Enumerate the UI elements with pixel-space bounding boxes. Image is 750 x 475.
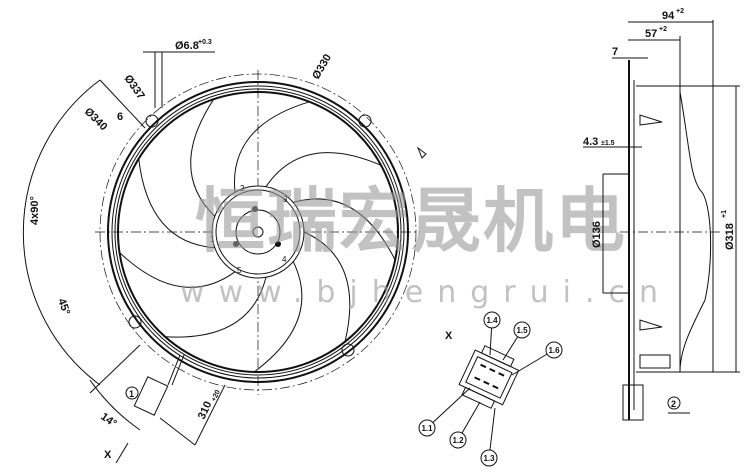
fan-blade: [265, 152, 382, 187]
dim-cable: 310: [196, 400, 215, 422]
pin-label-1-3: 1.3: [483, 454, 495, 463]
pin-callout-circle: [449, 431, 467, 449]
dim-4-3-tol: ±1.5: [601, 140, 615, 147]
pin-label-1-5: 1.5: [516, 326, 528, 335]
fan-blade: [233, 101, 310, 193]
hub-hole: [275, 241, 281, 247]
view-x-label: X: [104, 449, 112, 461]
side-view: 94 +2 57 +2 7 4.3 ±1.5 Ø136 Ø318 +1 2: [583, 8, 740, 421]
dim-94-tol: +2: [676, 8, 684, 15]
hub-inner: [215, 189, 301, 275]
shroud-ring: [117, 91, 399, 373]
fan-blade: [253, 261, 303, 373]
watermark-cn: 恒瑞宏晟机电: [195, 180, 627, 262]
view-x-arrow: [115, 442, 129, 464]
hub-mark-4: 4: [282, 255, 287, 264]
shaft-icon: [252, 226, 264, 238]
pin-label-1-1: 1.1: [421, 424, 433, 433]
ring-inner-1: [111, 85, 405, 379]
dim-7: 7: [612, 46, 618, 58]
fan-blade: [190, 98, 216, 217]
dim-318-tol: +1: [721, 210, 728, 218]
motor-circle: [235, 209, 281, 255]
callout-1-circle: [125, 386, 139, 400]
outer-ring: [107, 81, 409, 383]
angle-arc-14: [89, 379, 141, 431]
callout-1: 1: [129, 389, 134, 399]
angle-arc: [22, 79, 101, 386]
fan-blade: [119, 252, 236, 288]
ring-inner-2: [114, 88, 402, 376]
pin-label-1-6: 1.6: [548, 346, 560, 355]
dim-57-tol: +2: [659, 26, 667, 33]
hub-mark-2: 2: [240, 184, 245, 193]
pin-callout-circle: [483, 311, 501, 329]
watermark-url: www.bjhengrui.cn: [180, 275, 672, 310]
pin-callout-circle: [513, 321, 531, 339]
dim-4x90: 4x90°: [29, 196, 41, 225]
dim-hole: Ø6.8: [175, 40, 199, 52]
rotation-arrow-icon: [416, 146, 427, 159]
pin-callout-circle: [545, 341, 563, 359]
pin-label-1-2: 1.2: [452, 436, 464, 445]
mounting-lugs: [128, 114, 372, 357]
connector-view-title: X: [445, 330, 453, 342]
hub-hole: [233, 241, 239, 247]
dim-45: 45°: [55, 297, 72, 317]
hub-mark-1: 1: [210, 235, 215, 244]
connector-view: X 1.1 1.2 1.3 1.4 1.5 1.6: [418, 311, 563, 467]
fan-blade: [293, 198, 396, 261]
callout-2: 2: [671, 399, 676, 409]
dim-318: Ø318: [724, 223, 736, 250]
hub-mark-5: 5: [237, 266, 242, 275]
fan-blades: [119, 98, 396, 373]
hub: [211, 185, 305, 279]
side-connector: [622, 384, 644, 421]
fan-blade: [303, 231, 351, 342]
fan-blade: [138, 158, 215, 249]
pin-callout-circle: [480, 449, 498, 467]
hub-hole: [252, 206, 258, 212]
pin-leader-line: [426, 387, 471, 429]
bolt-circle-337: [99, 73, 417, 391]
connector-plug: [133, 376, 169, 416]
dim-136: Ø136: [591, 221, 603, 248]
dim-4-3: 4.3: [583, 136, 598, 148]
hub-mark-3: 3: [283, 195, 288, 204]
dim-hole-tol: +0.3: [198, 39, 212, 46]
fan-blade: [165, 277, 267, 338]
dim-6: 6: [117, 111, 123, 123]
dim-337: Ø337: [122, 73, 147, 102]
dim-330: Ø330: [310, 52, 334, 81]
pin-label-1-4: 1.4: [486, 316, 498, 325]
dim-57: 57: [645, 28, 657, 40]
pin-callout-circle: [418, 419, 436, 437]
dim-94: 94: [662, 10, 675, 22]
callout-2-circle: [667, 396, 681, 410]
dim-14: 14°: [98, 411, 119, 430]
blade-profile: [679, 91, 712, 373]
dim-340: Ø340: [82, 106, 110, 134]
dim-cable-tol: +20: [210, 389, 221, 403]
